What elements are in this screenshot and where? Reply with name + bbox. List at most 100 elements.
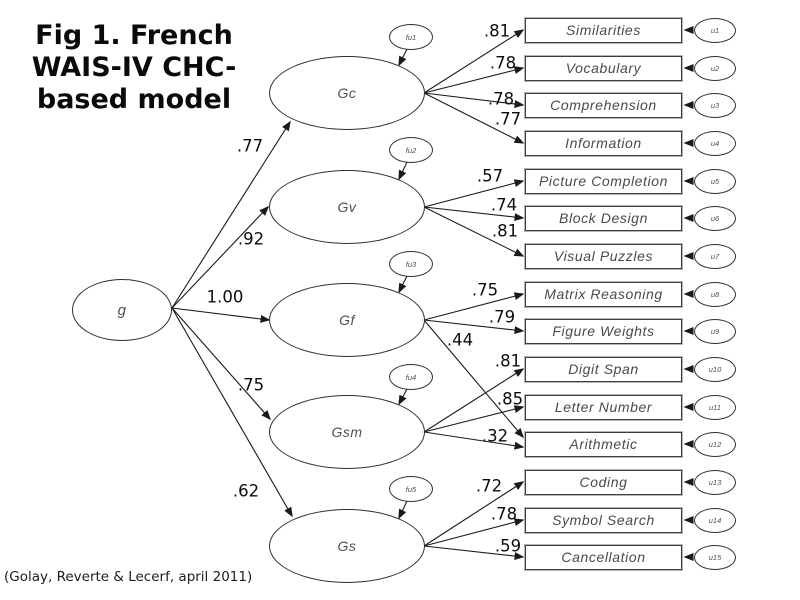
disturbance-label-fu1: fu1 — [405, 32, 417, 42]
error-ellipse-u11: u11 — [694, 394, 736, 420]
indicator-label-figure-weights: Figure Weights — [552, 323, 655, 339]
loading-arrow-gv-picture-completion — [423, 179, 525, 208]
error-ellipse-u12: u12 — [694, 431, 736, 457]
error-ellipse-u4: u4 — [694, 130, 736, 156]
disturbance-arrow-gs — [398, 500, 408, 520]
error-ellipse-u13: u13 — [694, 469, 736, 495]
loading-coefficient-gc-information: .77 — [494, 109, 522, 129]
indicator-label-block-design: Block Design — [559, 210, 648, 226]
disturbance-arrow-gc — [398, 48, 408, 67]
indicator-box-cancellation: Cancellation — [525, 544, 682, 570]
error-label-u2: u2 — [710, 63, 720, 73]
loading-coefficient-gf-figure-weights: .79 — [488, 307, 516, 327]
g-label: g — [117, 301, 127, 319]
error-ellipse-u9: u9 — [694, 318, 736, 344]
loading-coefficient-gv-picture-completion: .57 — [476, 166, 504, 186]
error-ellipse-u1: u1 — [694, 17, 736, 43]
g-path-coefficient-gsm: .75 — [237, 375, 265, 395]
indicator-label-comprehension: Comprehension — [550, 97, 657, 113]
g-path-arrow-gv — [171, 205, 270, 309]
loading-arrow-gv-visual-puzzles — [423, 206, 525, 257]
indicator-box-letter-number: Letter Number — [525, 394, 682, 420]
error-label-u14: u14 — [708, 515, 722, 525]
loading-arrow-gf-arithmetic — [423, 319, 524, 439]
loading-arrow-gc-information — [423, 92, 525, 144]
loading-arrow-gc-comprehension — [423, 92, 525, 108]
indicator-label-symbol-search: Symbol Search — [552, 512, 655, 528]
error-label-u4: u4 — [710, 138, 720, 148]
loading-coefficient-gv-visual-puzzles: .81 — [491, 221, 519, 241]
disturbance-label-fu2: fu2 — [405, 145, 417, 155]
loading-coefficient-gsm-digit-span: .81 — [494, 351, 522, 371]
error-ellipse-u7: u7 — [694, 243, 736, 269]
indicator-label-arithmetic: Arithmetic — [569, 436, 638, 452]
loading-coefficient-gs-cancellation: .59 — [494, 536, 522, 556]
error-label-u15: u15 — [708, 552, 722, 562]
disturbance-ellipse-fu2: fu2 — [389, 137, 433, 163]
factor-ellipse-gs: Gs — [269, 509, 425, 583]
indicator-box-information: Information — [525, 130, 682, 156]
indicator-box-comprehension: Comprehension — [525, 92, 682, 118]
indicator-label-letter-number: Letter Number — [554, 399, 653, 415]
loading-arrow-gv-block-design — [423, 206, 525, 222]
title-line-1: Fig 1. French — [35, 20, 233, 51]
factor-ellipse-gf: Gf — [269, 283, 425, 357]
g-path-arrow-gsm — [171, 307, 271, 421]
error-ellipse-u15: u15 — [694, 544, 736, 570]
g-path-coefficient-gf: 1.00 — [206, 287, 244, 307]
error-label-u9: u9 — [710, 326, 720, 336]
factor-ellipse-gc: Gc — [269, 56, 425, 130]
loading-arrow-gsm-arithmetic — [423, 431, 525, 450]
loading-coefficient-gf-matrix-reasoning: .75 — [471, 280, 499, 300]
error-ellipse-u2: u2 — [694, 55, 736, 81]
indicator-label-matrix-reasoning: Matrix Reasoning — [544, 286, 663, 302]
g-path-arrow-gf — [171, 307, 271, 323]
loading-coefficient-gsm-arithmetic: .32 — [481, 426, 509, 446]
indicator-box-figure-weights: Figure Weights — [525, 318, 682, 344]
error-label-u13: u13 — [708, 477, 722, 487]
title-line-3: based model — [36, 84, 232, 115]
indicator-label-visual-puzzles: Visual Puzzles — [553, 248, 654, 264]
indicator-box-vocabulary: Vocabulary — [525, 55, 682, 81]
loading-coefficient-gc-similarities: .81 — [483, 21, 511, 41]
figure-title: Fig 1. French WAIS-IV CHC- based model — [12, 20, 256, 116]
indicator-label-vocabulary: Vocabulary — [565, 60, 642, 76]
loading-coefficient-gf-arithmetic: .44 — [446, 330, 474, 350]
error-ellipse-u3: u3 — [694, 92, 736, 118]
error-label-u5: u5 — [710, 176, 720, 186]
indicator-label-coding: Coding — [579, 474, 628, 490]
factor-label-gc: Gc — [337, 85, 357, 101]
indicator-label-similarities: Similarities — [566, 22, 641, 38]
loading-arrow-gsm-letter-number — [423, 405, 525, 433]
indicator-box-digit-span: Digit Span — [525, 356, 682, 382]
indicator-box-visual-puzzles: Visual Puzzles — [525, 243, 682, 269]
loading-coefficient-gc-vocabulary: .78 — [489, 53, 517, 73]
indicator-box-symbol-search: Symbol Search — [525, 507, 682, 533]
indicator-label-cancellation: Cancellation — [561, 549, 646, 565]
error-ellipse-u8: u8 — [694, 281, 736, 307]
loading-arrow-gf-matrix-reasoning — [423, 292, 525, 321]
indicator-box-matrix-reasoning: Matrix Reasoning — [525, 281, 682, 307]
indicator-box-picture-completion: Picture Completion — [525, 168, 682, 194]
citation-text: (Golay, Reverte & Lecerf, april 2011) — [4, 569, 253, 585]
loading-coefficient-gs-coding: .72 — [475, 476, 503, 496]
disturbance-ellipse-fu1: fu1 — [389, 24, 433, 50]
disturbance-arrow-gf — [398, 275, 408, 294]
loading-arrow-gs-coding — [423, 481, 525, 547]
error-label-u8: u8 — [710, 289, 720, 299]
g-path-coefficient-gc: .77 — [236, 136, 264, 156]
g-path-coefficient-gs: .62 — [232, 481, 260, 501]
loading-coefficient-gc-comprehension: .78 — [487, 89, 515, 109]
error-label-u11: u11 — [709, 402, 721, 412]
disturbance-ellipse-fu4: fu4 — [389, 364, 433, 390]
indicator-label-picture-completion: Picture Completion — [538, 173, 669, 189]
indicator-label-information: Information — [565, 135, 642, 151]
disturbance-ellipse-fu3: fu3 — [389, 251, 433, 277]
loading-arrow-gs-symbol-search — [423, 518, 525, 547]
error-label-u10: u10 — [708, 364, 722, 374]
error-label-u1: u1 — [710, 25, 720, 35]
g-path-arrow-gc — [171, 120, 291, 309]
loading-coefficient-gsm-letter-number: .85 — [496, 389, 524, 409]
